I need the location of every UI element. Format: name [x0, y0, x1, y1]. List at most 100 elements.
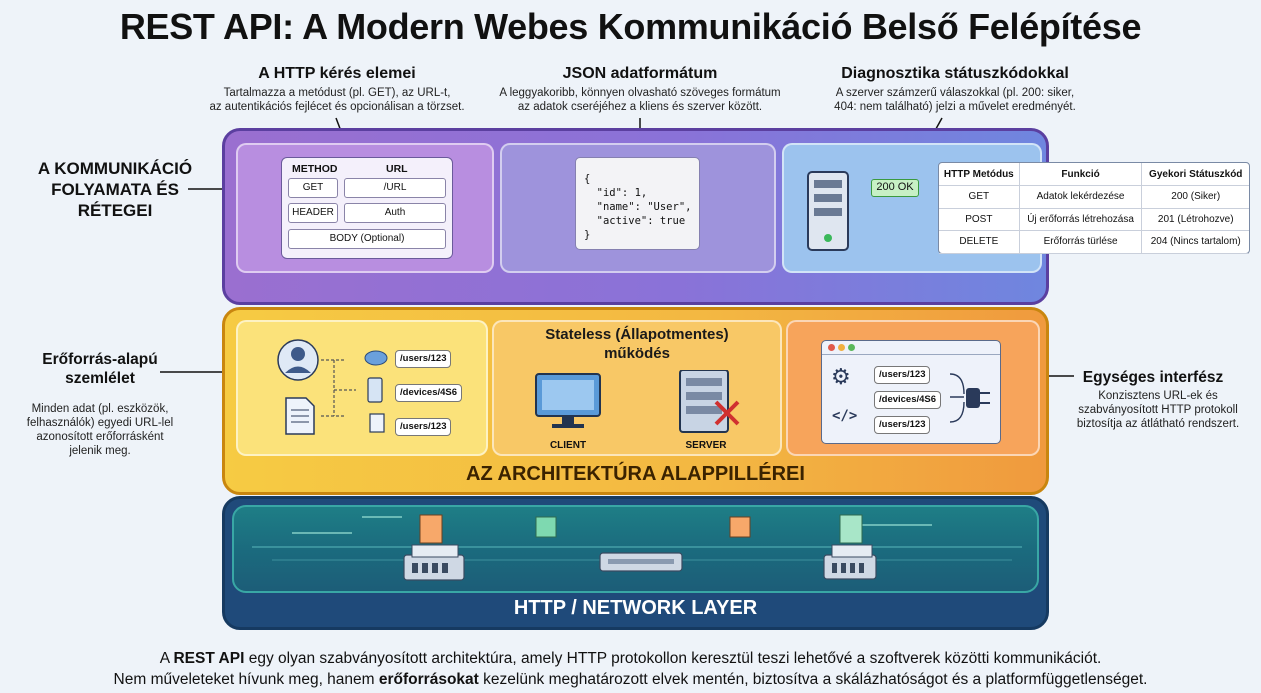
footer-text: kezelünk meghatározott elvek mentén, biz… — [478, 671, 1148, 688]
header-cell: HEADER — [288, 203, 338, 223]
side-label-line: FOLYAMATA ÉS — [51, 180, 179, 199]
page-title: REST API: A Modern Webes Kommunikáció Be… — [119, 6, 1142, 47]
uniform-url: /users/123 — [874, 416, 931, 434]
architecture-layer-label: AZ ARCHITEKTÚRA ALAPPILLÉREI — [466, 463, 805, 485]
uniform-url: /users/123 — [874, 366, 931, 384]
table-cell: Új erőforrás létrehozása — [1018, 208, 1142, 231]
document-icon — [285, 397, 315, 435]
callout-http-request: A HTTP kérés elemei — [232, 65, 442, 83]
table-cell: POST — [939, 208, 1020, 231]
resource-url: /users/123 — [395, 350, 452, 368]
callout-desc-line: Tartalmazza a metódust (pl. GET), az URL… — [223, 87, 451, 99]
footer-line-1: A REST API egy olyan szabványosított arc… — [0, 648, 1261, 669]
side-label-communication: A KOMMUNIKÁCIÓ FOLYAMATA ÉS RÉTEGEI — [30, 158, 200, 221]
callout-json-desc: A leggyakoribb, könnyen olvasható szöveg… — [470, 86, 810, 114]
server-icon — [807, 171, 849, 251]
server-label: SERVER — [685, 440, 727, 451]
side-label-resource: Erőforrás-alapú szemlélet — [30, 350, 170, 388]
callout-desc-line: az adatok cseréjéhez a kliens és szerver… — [517, 101, 763, 113]
stateless-title-line: Stateless (Állapotmentes) — [545, 326, 729, 343]
footer-text: egy olyan szabványosított architektúra, … — [244, 650, 1102, 667]
callout-status: Diagnosztika státuszkódokkal — [820, 65, 1090, 83]
document-icon — [839, 514, 863, 544]
window-dot-icon — [828, 344, 835, 351]
side-desc-resource: Minden adat (pl. eszközök, felhasználók)… — [26, 402, 174, 458]
browser-titlebar — [822, 341, 1000, 355]
side-label-line: RÉTEGEI — [77, 201, 153, 220]
document-icon — [729, 516, 751, 538]
auth-cell: Auth — [344, 203, 446, 223]
table-header: Gyekori Státuszkód — [1141, 163, 1249, 186]
network-switch-1 — [403, 544, 465, 581]
callout-desc-line: 404: nem található) jelzi a művelet ered… — [834, 101, 1076, 113]
callout-desc-line: A szerver számzerű válaszokkal (pl. 200:… — [835, 87, 1075, 99]
table-cell: GET — [939, 185, 1020, 209]
cloud-icon — [364, 350, 388, 366]
side-desc-line: felhasználók) egyedi URL-lel — [26, 417, 174, 429]
table-cell: Erőforrás türlése — [1018, 230, 1142, 254]
plug-icon — [966, 388, 990, 408]
side-desc-line: Minden adat (pl. eszközök, — [31, 403, 169, 415]
table-cell: 200 (Siker) — [1141, 185, 1249, 209]
gear-icon: ⚙ — [831, 364, 851, 389]
table-row: POST Új erőforrás létrehozása 201 (Létro… — [939, 208, 1249, 231]
table-row: DELETE Erőforrás türlése 204 (Nincs tart… — [939, 230, 1249, 254]
body-cell: BODY (Optional) — [288, 229, 446, 249]
phone-icon — [367, 377, 383, 403]
table-cell: Adatok lekérdezése — [1018, 185, 1142, 209]
table-header-row: HTTP Metódus Funkció Gyekori Státuszkód — [939, 163, 1249, 186]
user-icon — [277, 339, 319, 381]
side-desc-line: jelenik meg. — [69, 445, 131, 457]
side-desc-line: biztosítja az átlátható rendszert. — [1076, 418, 1240, 430]
side-label-line: szemlélet — [65, 370, 135, 387]
client-monitor-icon — [535, 373, 601, 428]
stateless-title: Stateless (Állapotmentes) működés — [492, 325, 782, 363]
callout-desc-line: az autentikációs fejlécet és opcionálisa… — [209, 101, 465, 113]
file-icon — [369, 413, 385, 433]
no-state-x-icon — [714, 400, 740, 426]
callout-title: JSON adatformátum — [562, 65, 718, 82]
side-desc-line: azonosított erőforrásként — [36, 431, 164, 443]
table-cell: 204 (Nincs tartalom) — [1141, 230, 1249, 254]
resource-url: /devices/4S6 — [395, 384, 463, 402]
resource-illustration — [277, 339, 388, 435]
url-header: URL — [386, 163, 408, 175]
side-label-line: Erőforrás-alapú — [42, 351, 158, 368]
plug-illustration — [950, 373, 990, 423]
side-desc-uniform: Konzisztens URL-ek és szabványosított HT… — [1060, 389, 1256, 431]
callout-desc-line: A leggyakoribb, könnyen olvasható szöveg… — [499, 87, 781, 99]
footer-line-2: Nem műveleteket hívunk meg, hanem erőfor… — [0, 669, 1261, 690]
side-desc-line: Konzisztens URL-ek és — [1098, 390, 1218, 402]
status-code-table: HTTP Metódus Funkció Gyekori Státuszkód … — [938, 162, 1250, 254]
side-label-uniform: Egységes interfész — [1082, 369, 1224, 386]
network-illustration — [252, 514, 1022, 581]
callout-title: A HTTP kérés elemei — [258, 65, 416, 82]
table-row: GET Adatok lekérdezése 200 (Siker) — [939, 185, 1249, 209]
window-dot-icon — [838, 344, 845, 351]
uniform-url: /devices/4S6 — [874, 391, 942, 409]
network-switch-3 — [823, 544, 877, 580]
code-icon: </> — [832, 408, 858, 424]
footer-text: A — [159, 650, 174, 667]
status-ok-badge: 200 OK — [871, 179, 919, 197]
url-cell: /URL — [344, 178, 446, 198]
table-header: HTTP Metódus — [939, 163, 1020, 186]
network-band — [232, 505, 1039, 593]
resource-url: /users/123 — [395, 418, 452, 436]
callout-json: JSON adatformátum — [540, 65, 740, 83]
footer-emphasis: REST API — [173, 650, 245, 667]
footer-description: A REST API egy olyan szabványosított arc… — [0, 648, 1261, 690]
side-label-line: A KOMMUNIKÁCIÓ — [37, 159, 193, 178]
network-switch-2 — [599, 552, 683, 572]
stateless-title-line: működés — [604, 345, 670, 362]
json-sample: { "id": 1, "name": "User", "active": tru… — [575, 157, 700, 250]
server-icon — [679, 370, 729, 433]
table-cell: 201 (Létrohozve) — [1141, 208, 1249, 231]
table-header: Funkció — [1018, 163, 1142, 186]
method-cell: GET — [288, 178, 338, 198]
http-request-box: METHOD URL GET /URL HEADER Auth BODY (Op… — [281, 157, 453, 259]
side-desc-line: szabványosított HTTP protokoll — [1078, 404, 1238, 416]
footer-emphasis: erőforrásokat — [378, 671, 479, 688]
client-label: CLIENT — [549, 440, 587, 451]
callout-title: Diagnosztika státuszkódokkal — [841, 65, 1069, 82]
